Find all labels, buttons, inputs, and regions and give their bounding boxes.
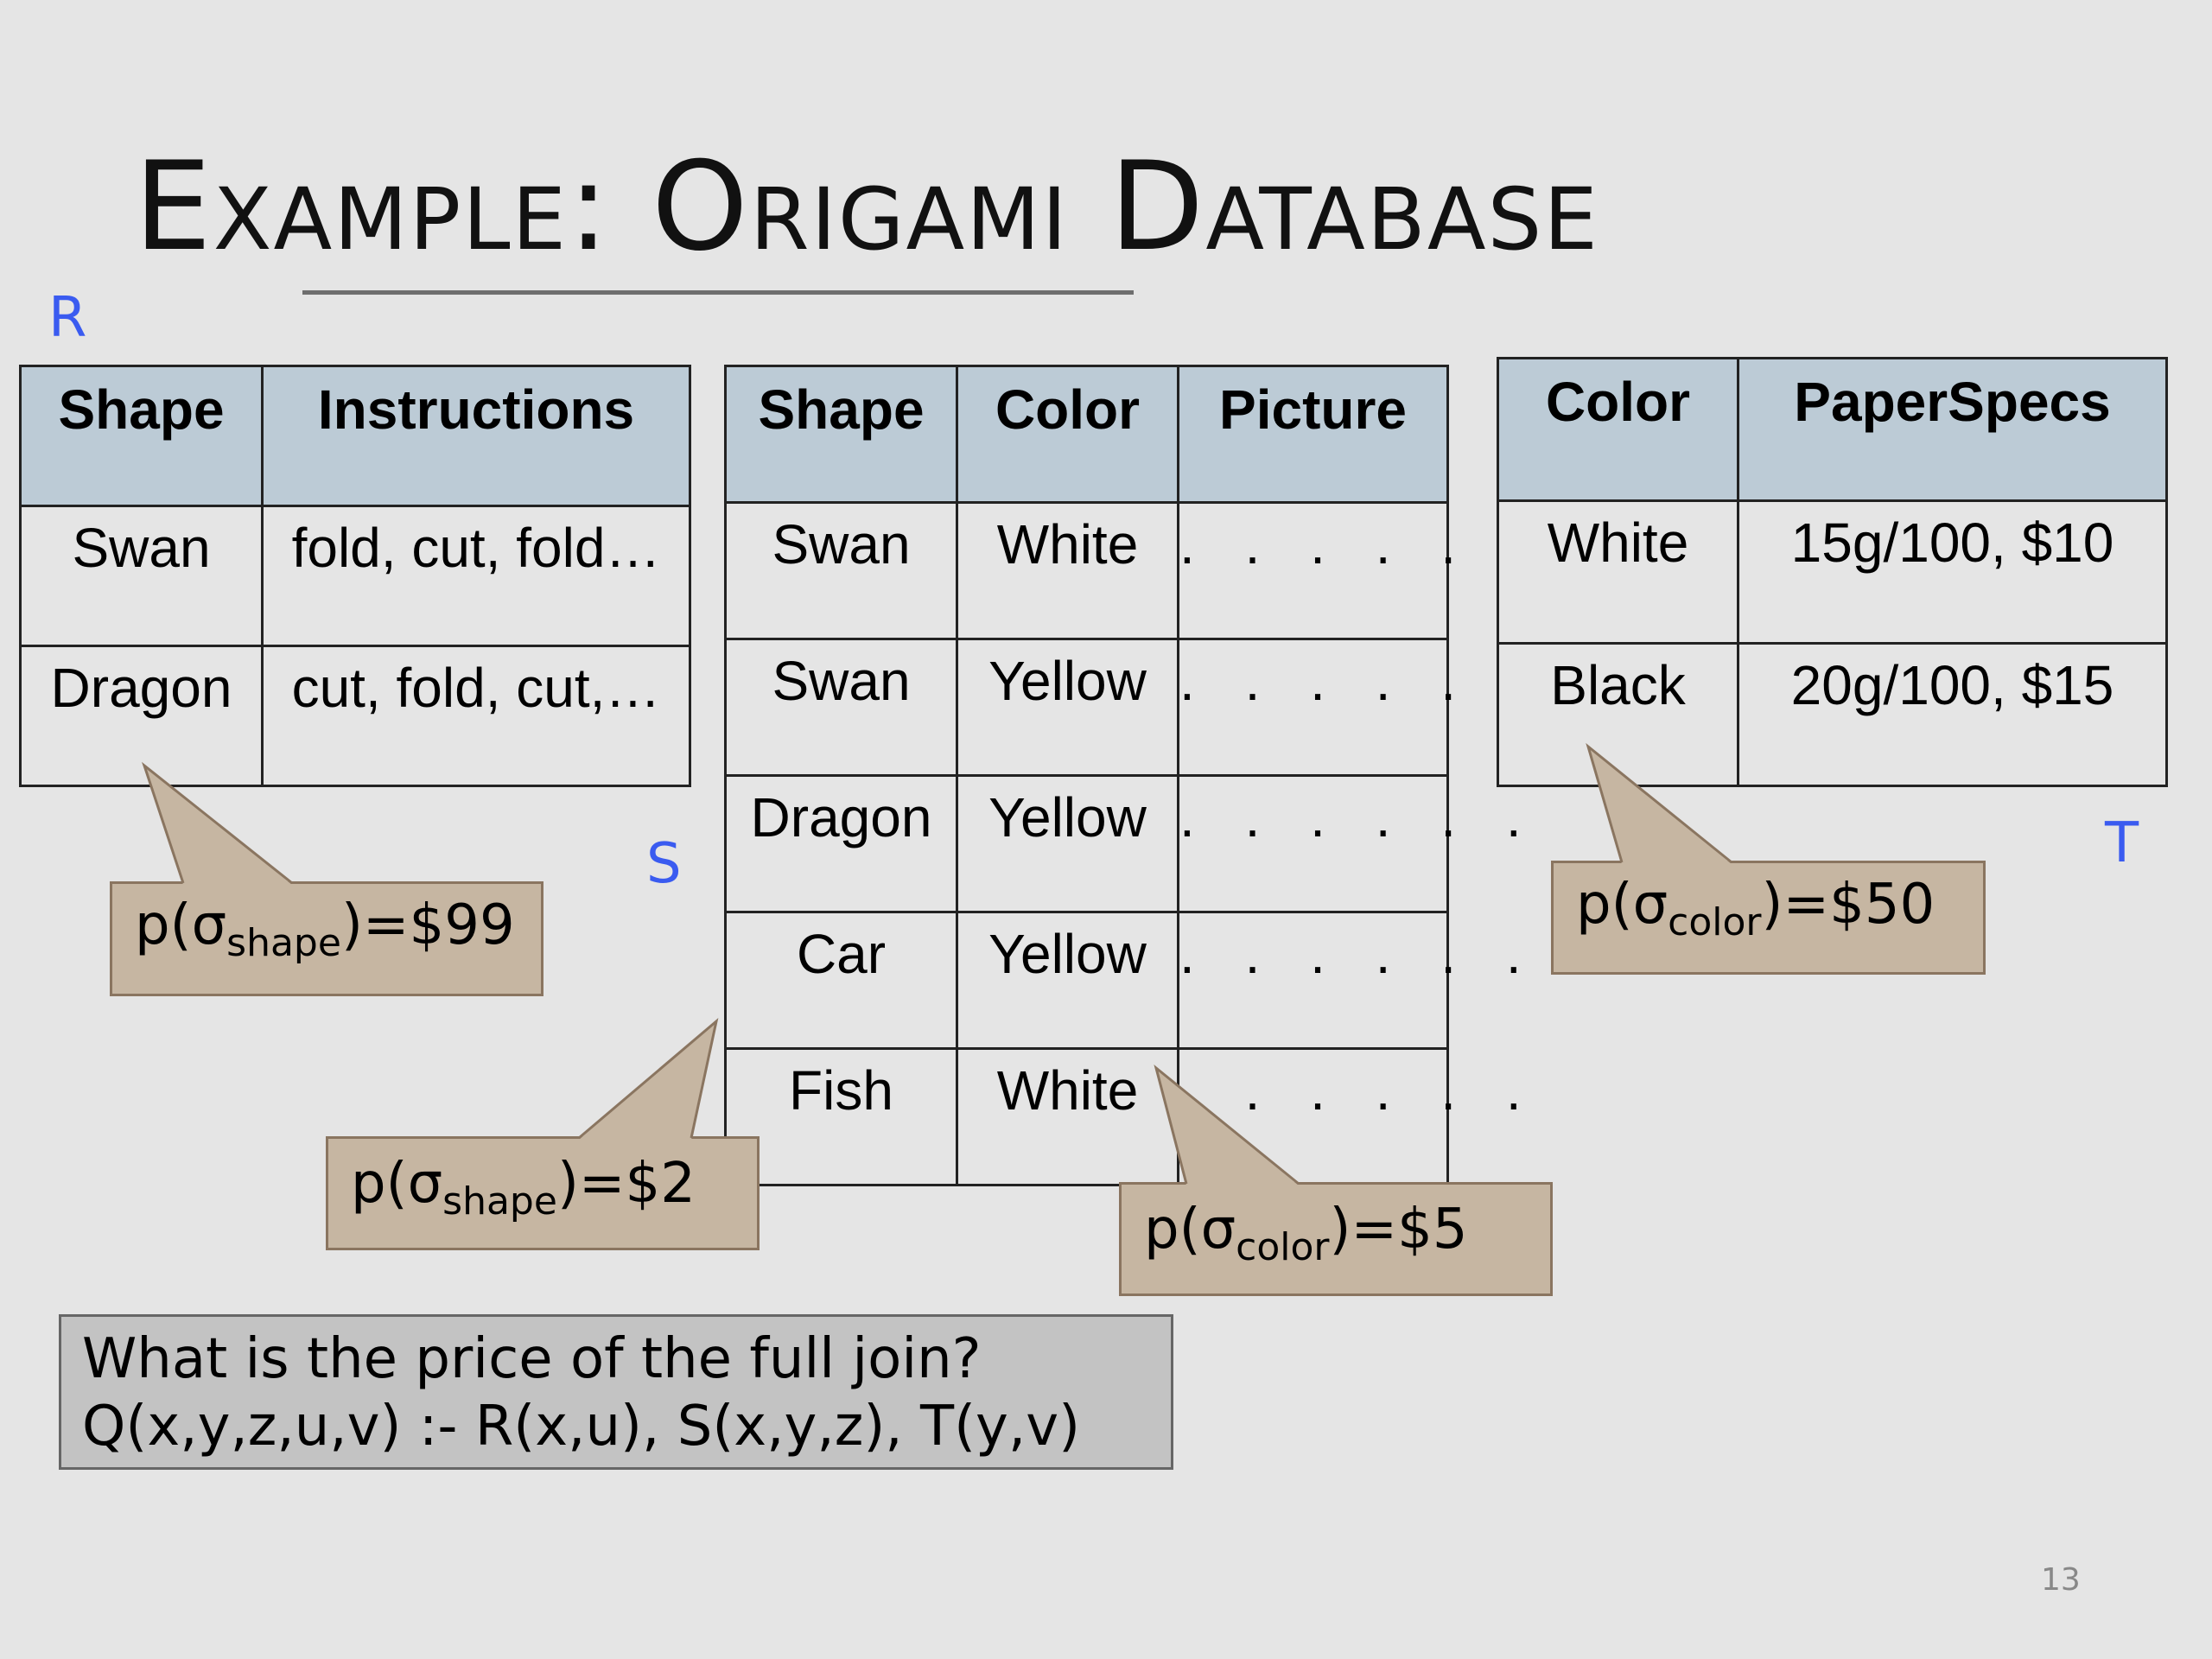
table-cell: . . . . . . [1177, 911, 1522, 1050]
table-r-header-row: Shape Instructions [19, 365, 691, 507]
table-cell: Swan [19, 505, 264, 647]
relation-label-r: R [48, 286, 87, 350]
column-header: Picture [1177, 365, 1449, 504]
table-cell: Fish [724, 1047, 958, 1186]
column-header: Color [1497, 357, 1739, 502]
table-r: Shape Instructions Swan fold, cut, fold…… [19, 365, 691, 787]
table-cell: . . . . . . [1177, 1047, 1522, 1186]
table-row: Swan White . . . . . . [724, 501, 1522, 640]
page-number: 13 [2041, 1562, 2081, 1598]
table-cell: Swan [724, 638, 958, 777]
table-cell: cut, fold, cut,… [261, 645, 691, 787]
table-cell: Dragon [724, 774, 958, 913]
table-cell: 20g/100, $15 [1737, 642, 2168, 787]
callout-label: p(σshape)=$2 [351, 1152, 696, 1224]
price-callout-s-color: p(σcolor)=$5 [1119, 1182, 1553, 1296]
price-callout-t-color: p(σcolor)=$50 [1551, 861, 1986, 975]
column-header: PaperSpecs [1737, 357, 2168, 502]
table-cell: White [956, 1047, 1179, 1186]
price-callout-r-shape: p(σshape)=$99 [110, 881, 543, 996]
table-cell: Dragon [19, 645, 264, 787]
table-row: White 15g/100, $10 [1497, 499, 2168, 645]
callout-label: p(σshape)=$99 [135, 893, 515, 965]
table-cell: . . . . . . [1177, 501, 1522, 640]
title-text: Example: Origami Database [134, 136, 1599, 278]
relation-label-s: S [646, 832, 682, 896]
table-row: Swan Yellow . . . . . . [724, 638, 1522, 777]
table-row: Dragon Yellow . . . . . . [724, 774, 1522, 913]
table-cell: Yellow [956, 638, 1179, 777]
table-t: Color PaperSpecs White 15g/100, $10 Blac… [1497, 357, 2168, 787]
table-row: Black 20g/100, $15 [1497, 642, 2168, 787]
table-cell: Yellow [956, 774, 1179, 913]
table-s: Shape Color Picture Swan White . . . . .… [724, 365, 1522, 1186]
column-header: Instructions [261, 365, 691, 507]
callout-label: p(σcolor)=$50 [1576, 873, 1936, 944]
question-text: What is the price of the full join? [82, 1327, 982, 1391]
table-t-header-row: Color PaperSpecs [1497, 357, 2168, 502]
relation-label-t: T [2105, 811, 2139, 875]
title-underline [302, 290, 1134, 295]
table-row: Swan fold, cut, fold… [19, 505, 691, 647]
table-cell: . . . . . . [1177, 774, 1522, 913]
table-cell: 15g/100, $10 [1737, 499, 2168, 645]
table-row: Car Yellow . . . . . . [724, 911, 1522, 1050]
callout-label: p(σcolor)=$5 [1144, 1198, 1468, 1269]
table-cell: White [1497, 499, 1739, 645]
table-row: Dragon cut, fold, cut,… [19, 645, 691, 787]
table-cell: fold, cut, fold… [261, 505, 691, 647]
table-cell: White [956, 501, 1179, 640]
column-header: Shape [19, 365, 264, 507]
table-cell: Black [1497, 642, 1739, 787]
table-s-header-row: Shape Color Picture [724, 365, 1449, 504]
table-cell: . . . . . . [1177, 638, 1522, 777]
column-header: Shape [724, 365, 958, 504]
price-callout-s-shape: p(σshape)=$2 [326, 1136, 760, 1250]
slide-title: Example: Origami Database [134, 130, 1599, 285]
table-row: Fish White . . . . . . [724, 1047, 1522, 1186]
table-cell: Car [724, 911, 958, 1050]
column-header: Color [956, 365, 1179, 504]
query-text: Q(x,y,z,u,v) :- R(x,u), S(x,y,z), T(y,v) [82, 1395, 1081, 1459]
question-box: What is the price of the full join? Q(x,… [59, 1314, 1173, 1470]
table-cell: Yellow [956, 911, 1179, 1050]
table-cell: Swan [724, 501, 958, 640]
